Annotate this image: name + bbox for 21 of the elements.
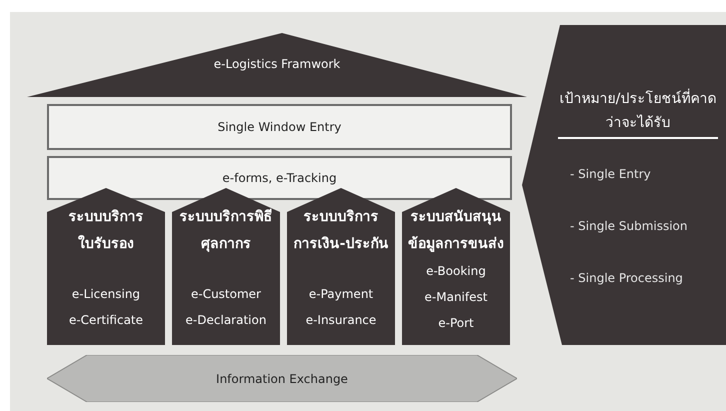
roof-label: e-Logistics Framwork	[214, 56, 340, 73]
goal-heading: เป้าหมาย/ประโยชน์ที่คาดว่าจะได้รับ	[558, 87, 718, 139]
service-item: e-Payment	[308, 286, 374, 303]
service-item: e-Customer	[190, 286, 261, 303]
benefit-item: - Single Entry	[570, 166, 652, 183]
benefit-item: - Single Processing	[570, 270, 684, 287]
benefit-item: - Single Submission	[570, 218, 688, 235]
pillar-heading: ระบบบริการการเงิน-ประกัน	[293, 208, 389, 254]
service-item: e-Insurance	[306, 312, 376, 329]
layer-label: Information Exchange	[216, 370, 348, 388]
layer-label: Single Window Entry	[218, 119, 342, 136]
pillar-heading: ระบบบริการพิธีศุลกากร	[178, 208, 274, 254]
service-item: e-Booking	[426, 263, 486, 280]
service-item: e-Licensing	[72, 286, 140, 303]
pillar-heading: ระบบสนับสนุนข้อมูลการขนส่ง	[408, 208, 504, 254]
service-item: e-Certificate	[68, 312, 144, 329]
service-item: e-Declaration	[186, 312, 266, 329]
service-item: e-Port	[438, 315, 474, 332]
layer-label: e-forms, e-Tracking	[222, 170, 337, 187]
pillar-heading: ระบบบริการใบรับรอง	[68, 208, 144, 254]
service-item: e-Manifest	[424, 289, 488, 306]
